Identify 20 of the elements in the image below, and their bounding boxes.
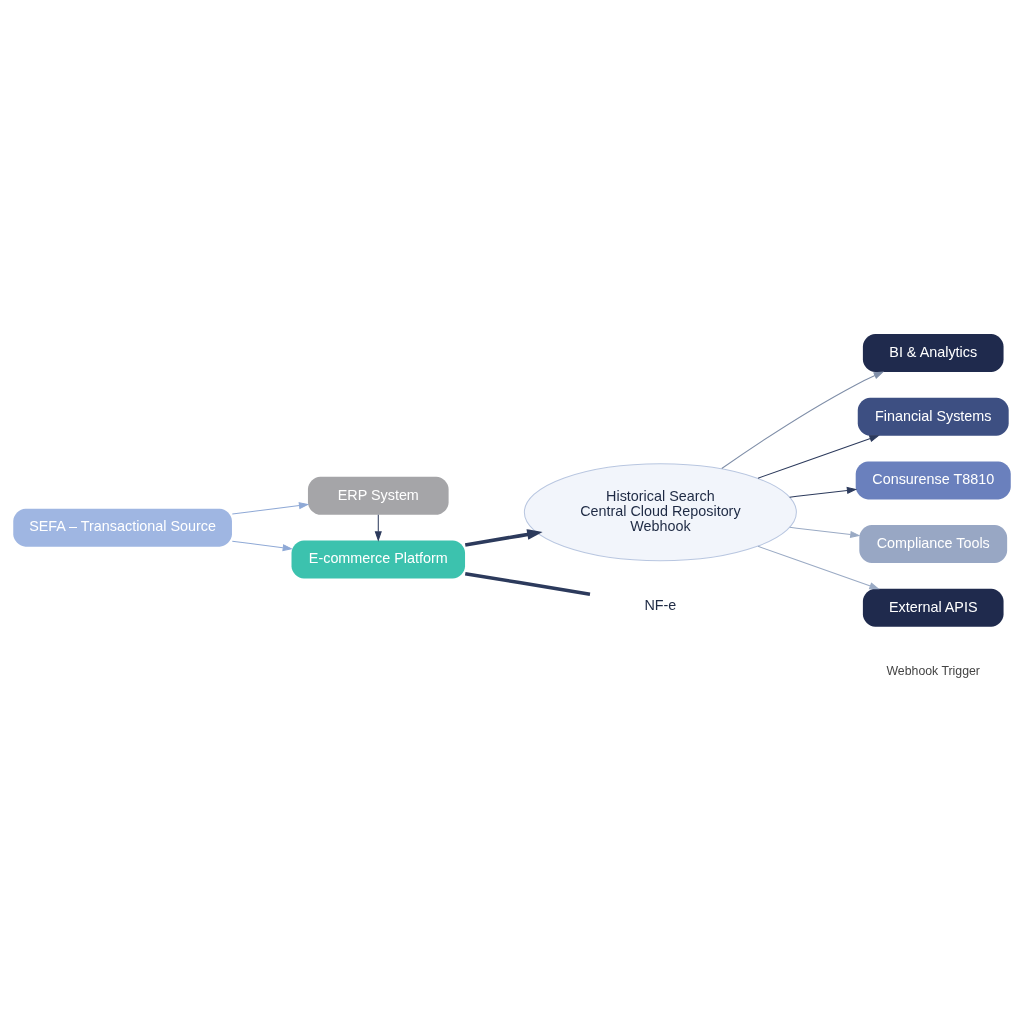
node-box: Consurense T8810 bbox=[855, 461, 1011, 500]
arrow bbox=[231, 502, 310, 515]
arrow bbox=[757, 435, 880, 479]
arrow bbox=[464, 529, 543, 547]
node-box: Financial Systems bbox=[857, 397, 1009, 436]
connector bbox=[464, 571, 591, 597]
node-box: SEFA – Transactional Source bbox=[13, 508, 232, 547]
arrow bbox=[757, 545, 880, 590]
node-box: E-commerce Platform bbox=[291, 540, 466, 579]
node-box: Compliance Tools bbox=[859, 525, 1008, 564]
arrow bbox=[789, 526, 861, 539]
node-text: NF-e bbox=[644, 596, 677, 613]
node-box: BI & Analytics bbox=[862, 334, 1004, 373]
arrow bbox=[374, 514, 382, 542]
node-box: ERP System bbox=[307, 476, 449, 515]
label: Webhook Trigger bbox=[886, 663, 980, 678]
node-box: External APIS bbox=[862, 588, 1004, 627]
arrow bbox=[789, 486, 858, 498]
arrow bbox=[721, 371, 885, 470]
arrow bbox=[231, 540, 293, 552]
